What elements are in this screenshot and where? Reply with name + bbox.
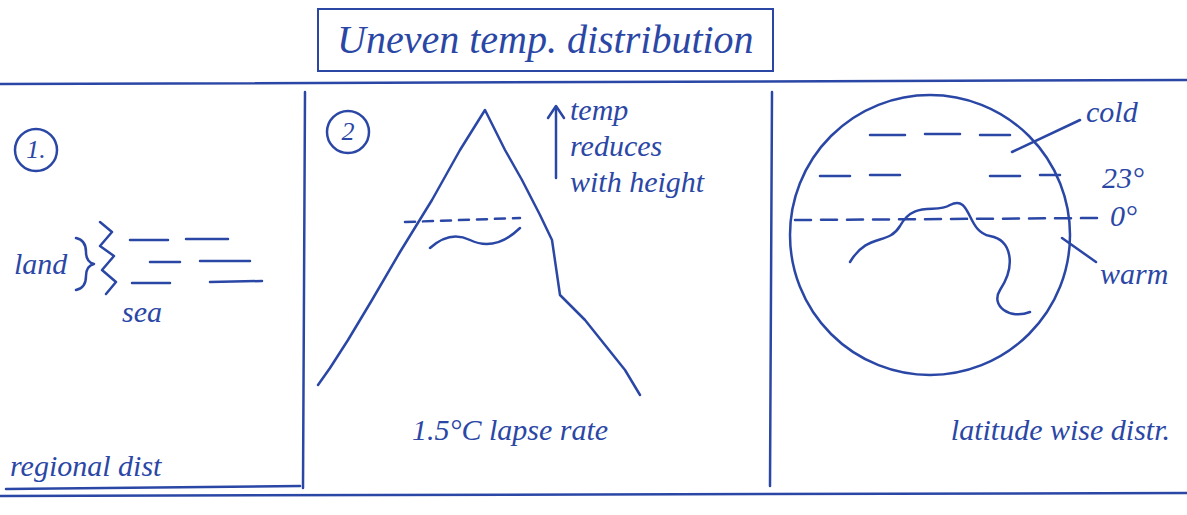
region-label: land xyxy=(14,246,67,282)
section-caption: latitude wise distr. xyxy=(930,412,1170,448)
title-box: Uneven temp. distribution xyxy=(317,8,774,72)
latitude-dash xyxy=(925,133,960,136)
arrow-head xyxy=(548,106,564,118)
region-label: sea xyxy=(122,294,162,330)
sea-dash xyxy=(200,260,250,263)
continent xyxy=(850,203,1030,314)
globe xyxy=(790,95,1070,375)
zone-label: cold xyxy=(1086,94,1138,130)
divider-line xyxy=(303,92,305,488)
sea-dash xyxy=(210,281,262,282)
underline xyxy=(6,486,300,489)
latitude-dash xyxy=(1040,174,1060,177)
sea-dash xyxy=(130,239,168,242)
contour-line xyxy=(430,228,520,248)
circled-number: 2 xyxy=(325,109,371,155)
latitude-dash xyxy=(990,175,1020,178)
arrow-shaft xyxy=(555,108,558,178)
sea-dash xyxy=(186,238,228,241)
latitude-label: 23° xyxy=(1102,160,1144,196)
latitude-dash xyxy=(980,134,1010,137)
sea-dash xyxy=(132,282,170,285)
snow-line xyxy=(405,218,520,222)
number-text: 2 xyxy=(342,117,355,147)
leader-line xyxy=(1012,120,1080,152)
latitude-dash xyxy=(820,175,850,178)
coastline xyxy=(100,222,116,294)
latitude-dash xyxy=(870,174,900,177)
latitude-dash xyxy=(870,134,905,137)
note-text: 1.5°C lapse rate xyxy=(395,412,625,448)
sea-dash xyxy=(150,261,180,264)
section-caption: regional dist xyxy=(10,448,161,484)
number-text: 1. xyxy=(26,135,46,165)
divider-line xyxy=(770,92,772,486)
circled-number: 1. xyxy=(13,127,59,173)
brace xyxy=(76,238,94,290)
zone-label: warm xyxy=(1100,256,1168,292)
rule-line xyxy=(0,493,1187,496)
latitude-label: 0° xyxy=(1110,198,1137,234)
note-text: temp reduces with height xyxy=(570,92,720,200)
rule-line xyxy=(0,80,1187,84)
leader-line xyxy=(1062,238,1096,262)
equator-line xyxy=(795,218,1100,220)
